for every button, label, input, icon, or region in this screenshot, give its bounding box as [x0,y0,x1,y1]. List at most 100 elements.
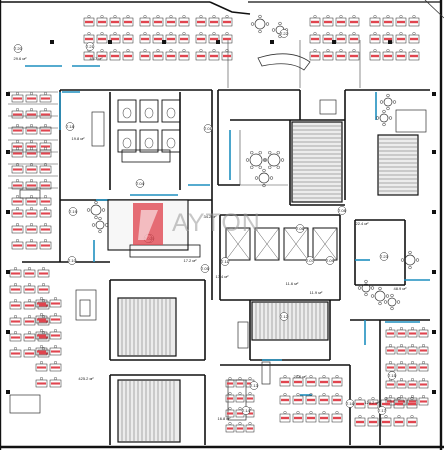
chair [389,361,393,365]
workstation-top [37,318,46,321]
wc-cubicle [139,99,159,123]
workstation [39,165,52,174]
workstation-top [41,113,50,116]
workstation-top [337,37,345,41]
workstation-top [41,152,50,155]
chair [13,347,17,351]
workstation-top [11,320,20,323]
workstation [385,380,396,389]
reception-desk [257,53,311,71]
workstation-top [39,272,48,275]
workstation-top [85,54,93,58]
workstation-top [11,352,20,355]
workstation [292,377,304,387]
room-area: 17.4 м² [216,274,230,279]
workstation-top [333,380,341,384]
chair [352,49,356,53]
workstation [406,417,418,427]
room-tag [200,264,210,273]
chair [182,32,186,36]
chair [262,158,267,162]
workstation [235,424,245,433]
chair [30,194,34,198]
workstation-top [398,349,405,352]
wc-fixture [166,137,176,149]
workstation [331,395,343,405]
room-area: 22.4 м² [356,221,370,226]
workstation [235,379,245,388]
workstation [11,110,24,119]
workstation [367,399,379,409]
workstation-top [124,37,132,41]
workstation-top [41,145,50,148]
workstation [279,377,291,387]
chair [182,14,186,18]
workstation-top [39,288,48,291]
workstation-top [11,288,20,291]
room-area: 19.8 м² [72,136,86,141]
room-number: 7.15 [388,373,397,378]
round-table [361,283,371,293]
chair [42,347,46,351]
chair [44,222,48,226]
workstation-top [395,402,403,406]
chair [258,165,262,170]
workstation [331,377,343,387]
chair [30,123,34,127]
workstation [122,34,134,44]
chair [400,344,404,348]
chair [386,93,390,98]
chair [250,165,254,170]
chair [143,49,147,53]
workstation [309,17,321,27]
column [432,390,436,394]
workstation-top [11,336,20,339]
workstation [418,329,429,338]
workstation [39,149,52,158]
chair [400,327,404,331]
chair [169,32,173,36]
chair [313,32,317,36]
room-area: 120.2 м² [364,400,380,405]
chair [199,49,203,53]
chair [42,315,46,319]
column [432,210,436,214]
workstation-top [27,129,36,132]
workstation [418,346,429,355]
chair [16,123,20,127]
door-swing [424,0,444,19]
workstation-top [420,349,427,352]
workstation-top [369,420,377,424]
workstation [335,34,347,44]
chair [373,14,377,18]
chair [410,415,414,419]
chair [258,150,262,155]
workstation [407,380,418,389]
workstation [49,379,62,388]
workstation-top [223,37,231,41]
chair [400,361,404,365]
workstation [195,17,207,27]
chair [28,347,32,351]
workstation [37,333,50,342]
room-tag [337,206,347,215]
room-area: 45.7 м² [90,56,104,61]
workstation-top [237,397,243,400]
room-tag [377,406,387,415]
workstation [152,17,164,27]
workstation-top [420,332,427,335]
workstation [418,397,429,406]
workstation [245,424,255,433]
workstation-top [51,334,60,337]
workstation-top [98,37,106,41]
chair [40,377,44,381]
workstation-top [397,20,405,24]
chair [16,146,20,150]
chair [225,49,229,53]
workstation-top [307,380,315,384]
wc-fixture [122,107,132,119]
chair [386,49,390,53]
workstation-top [311,54,319,58]
workstation-top [307,398,315,402]
workstation-top [333,416,341,420]
